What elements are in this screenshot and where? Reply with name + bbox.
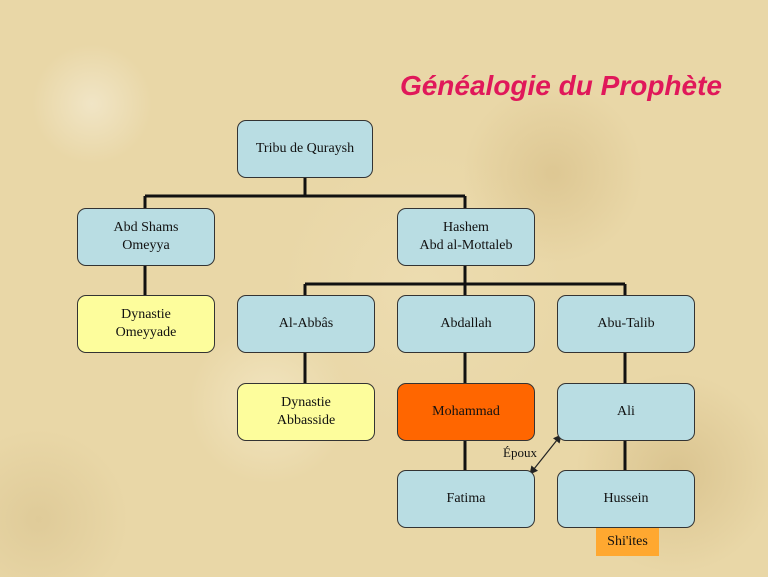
node-abd-shams: Abd Shams Omeyya <box>77 208 215 266</box>
node-abdallah: Abdallah <box>397 295 535 353</box>
node-hussein: Hussein <box>557 470 695 528</box>
spouse-arrow <box>529 434 562 475</box>
shiites-tag: Shi'ites <box>596 528 659 556</box>
node-dynastie-abbasside: Dynastie Abbasside <box>237 383 375 441</box>
page-title: Généalogie du Prophète <box>399 70 722 101</box>
node-hashem: Hashem Abd al-Mottaleb <box>397 208 535 266</box>
node-abu-talib: Abu-Talib <box>557 295 695 353</box>
node-dynastie-omeyyade: Dynastie Omeyyade <box>77 295 215 353</box>
node-tribu-quraysh: Tribu de Quraysh <box>237 120 373 178</box>
node-fatima: Fatima <box>397 470 535 528</box>
node-al-abbas: Al-Abbâs <box>237 295 375 353</box>
node-mohammad: Mohammad <box>397 383 535 441</box>
node-ali: Ali <box>557 383 695 441</box>
spouse-label: Époux <box>503 445 537 460</box>
